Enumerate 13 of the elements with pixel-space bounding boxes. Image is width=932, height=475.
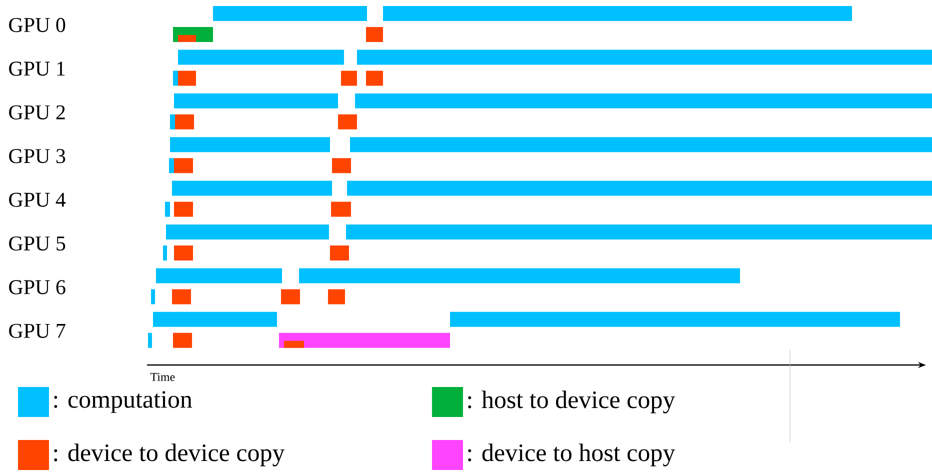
- row-label: GPU 2: [9, 105, 65, 120]
- row-label: GPU 1: [9, 62, 65, 76]
- axis-label: Time: [150, 372, 175, 382]
- row-label: GPU 5: [9, 236, 66, 251]
- legend-label: : computation: [54, 391, 192, 413]
- row-label: GPU 7: [9, 324, 66, 338]
- row-label: GPU 6: [9, 280, 66, 294]
- legend-label: : device to device copy: [54, 444, 285, 466]
- legend-label: : host to device copy: [468, 390, 676, 414]
- row-label: GPU 0: [9, 18, 66, 32]
- legend-label: : device to host copy: [468, 444, 676, 466]
- row-label: GPU 4: [9, 192, 66, 207]
- row-label: GPU 3: [9, 149, 66, 164]
